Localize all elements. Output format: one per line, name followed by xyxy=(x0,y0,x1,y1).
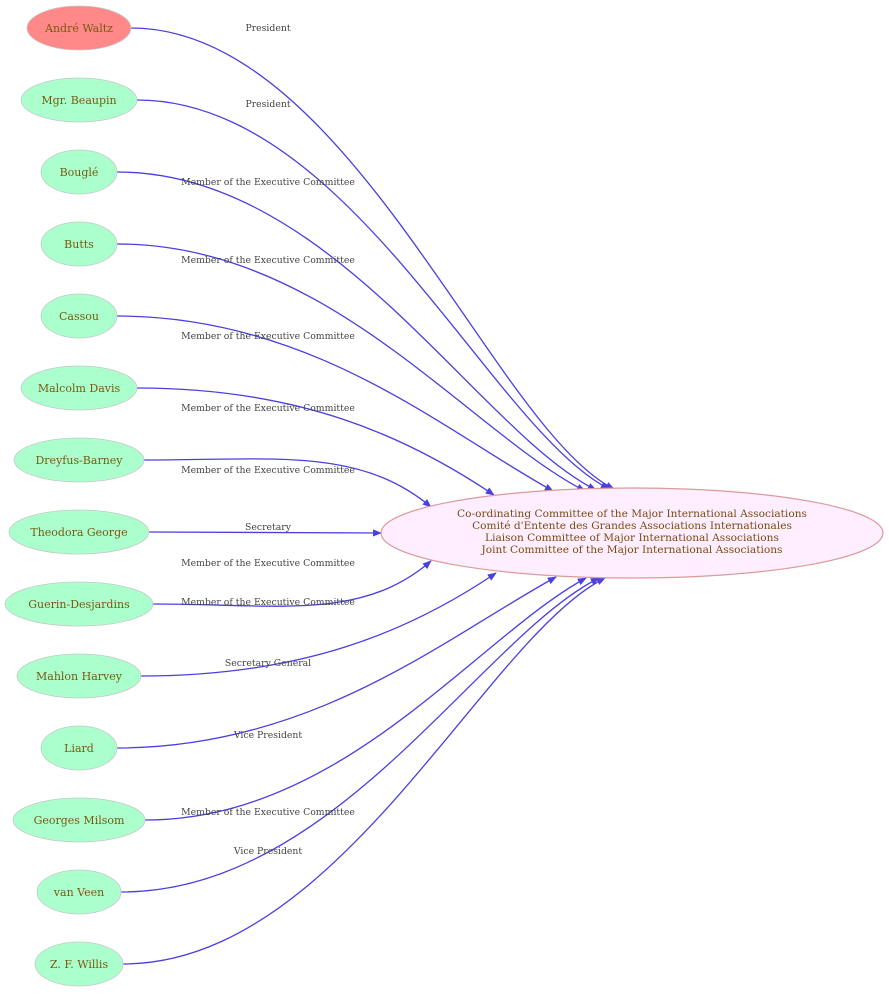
edge-1 xyxy=(136,99,610,490)
edge-6 xyxy=(143,458,432,508)
organization-ellipse[interactable] xyxy=(380,487,884,579)
person-ellipse[interactable] xyxy=(20,77,138,123)
edge-2 xyxy=(116,171,597,491)
edge-7 xyxy=(148,529,382,537)
person-name: Liard xyxy=(64,742,94,755)
person-name: Mgr. Beaupin xyxy=(41,94,116,107)
person-name: Dreyfus-Barney xyxy=(35,454,123,467)
person-node[interactable]: Bouglé xyxy=(40,149,118,195)
person-ellipse[interactable] xyxy=(16,653,142,699)
person-node[interactable]: Liard xyxy=(40,725,118,771)
edges-layer xyxy=(116,27,615,965)
person-ellipse[interactable] xyxy=(36,869,122,915)
person-node[interactable]: Theodora George xyxy=(8,509,150,555)
edge-label: Member of the Executive Committee xyxy=(181,403,355,414)
person-node[interactable]: Guerin-Desjardins xyxy=(4,581,154,627)
edge-4 xyxy=(116,315,554,492)
person-name: Z. F. Willis xyxy=(50,958,109,971)
edge-0 xyxy=(130,27,615,490)
edge-11 xyxy=(144,577,587,821)
person-name: van Veen xyxy=(53,886,104,899)
organization-name-line: Co-ordinating Committee of the Major Int… xyxy=(457,508,807,520)
edge-13 xyxy=(122,577,606,965)
person-ellipse[interactable] xyxy=(20,365,138,411)
person-ellipse[interactable] xyxy=(4,581,154,627)
edge-5 xyxy=(136,387,495,496)
person-ellipse[interactable] xyxy=(40,221,118,267)
person-name: Mahlon Harvey xyxy=(36,670,123,683)
person-ellipse[interactable] xyxy=(12,797,146,843)
person-node[interactable]: Malcolm Davis xyxy=(20,365,138,411)
person-name: Butts xyxy=(64,238,94,251)
edge-label: Member of the Executive Committee xyxy=(181,255,355,266)
highlighted-person-ellipse[interactable] xyxy=(26,5,132,51)
person-ellipse[interactable] xyxy=(40,293,118,339)
person-node[interactable]: Mgr. Beaupin xyxy=(20,77,138,123)
edge-8 xyxy=(152,560,432,607)
edge-label: Secretary General xyxy=(225,658,311,669)
person-node[interactable]: van Veen xyxy=(36,869,122,915)
edge-label: Member of the Executive Committee xyxy=(181,331,355,342)
person-node[interactable]: Butts xyxy=(40,221,118,267)
person-ellipse[interactable] xyxy=(40,725,118,771)
organization-node[interactable]: Co-ordinating Committee of the Major Int… xyxy=(380,487,884,579)
person-node[interactable]: Mahlon Harvey xyxy=(16,653,142,699)
person-node[interactable]: Cassou xyxy=(40,293,118,339)
organization-name-line: Liaison Committee of Major International… xyxy=(485,532,779,544)
edge-12 xyxy=(120,577,600,893)
edge-10 xyxy=(116,576,557,749)
organization-name-line: Comité d'Entente des Grandes Association… xyxy=(472,520,792,532)
person-name: André Waltz xyxy=(44,22,113,35)
edge-label: Vice President xyxy=(233,846,303,857)
organization-label: Co-ordinating Committee of the Major Int… xyxy=(457,508,807,556)
organization-name-line: Joint Committee of the Major Internation… xyxy=(481,544,783,556)
edge-label: Secretary xyxy=(245,522,292,533)
person-name: Cassou xyxy=(59,310,99,323)
edge-label: Member of the Executive Committee xyxy=(181,177,355,188)
person-node[interactable]: Z. F. Willis xyxy=(34,941,124,987)
person-node[interactable]: Dreyfus-Barney xyxy=(13,437,145,483)
person-node[interactable]: Georges Milsom xyxy=(12,797,146,843)
person-ellipse[interactable] xyxy=(13,437,145,483)
edge-label: Vice President xyxy=(233,730,303,741)
edge-label: Member of the Executive Committee xyxy=(181,558,355,569)
edge-9 xyxy=(140,572,497,677)
edge-label: President xyxy=(245,99,290,110)
person-node[interactable]: André Waltz xyxy=(26,5,132,51)
person-name: Malcolm Davis xyxy=(38,382,121,395)
edge-label: Member of the Executive Committee xyxy=(181,807,355,818)
person-name: Georges Milsom xyxy=(34,814,125,827)
edge-3 xyxy=(116,243,586,492)
person-name: Guerin-Desjardins xyxy=(28,598,130,611)
person-name: Theodora George xyxy=(30,526,127,539)
person-ellipse[interactable] xyxy=(40,149,118,195)
person-ellipse[interactable] xyxy=(8,509,150,555)
person-name: Bouglé xyxy=(60,166,99,179)
edge-label: President xyxy=(245,23,290,34)
edge-label: Member of the Executive Committee xyxy=(181,597,355,608)
person-ellipse[interactable] xyxy=(34,941,124,987)
edge-label: Member of the Executive Committee xyxy=(181,465,355,476)
